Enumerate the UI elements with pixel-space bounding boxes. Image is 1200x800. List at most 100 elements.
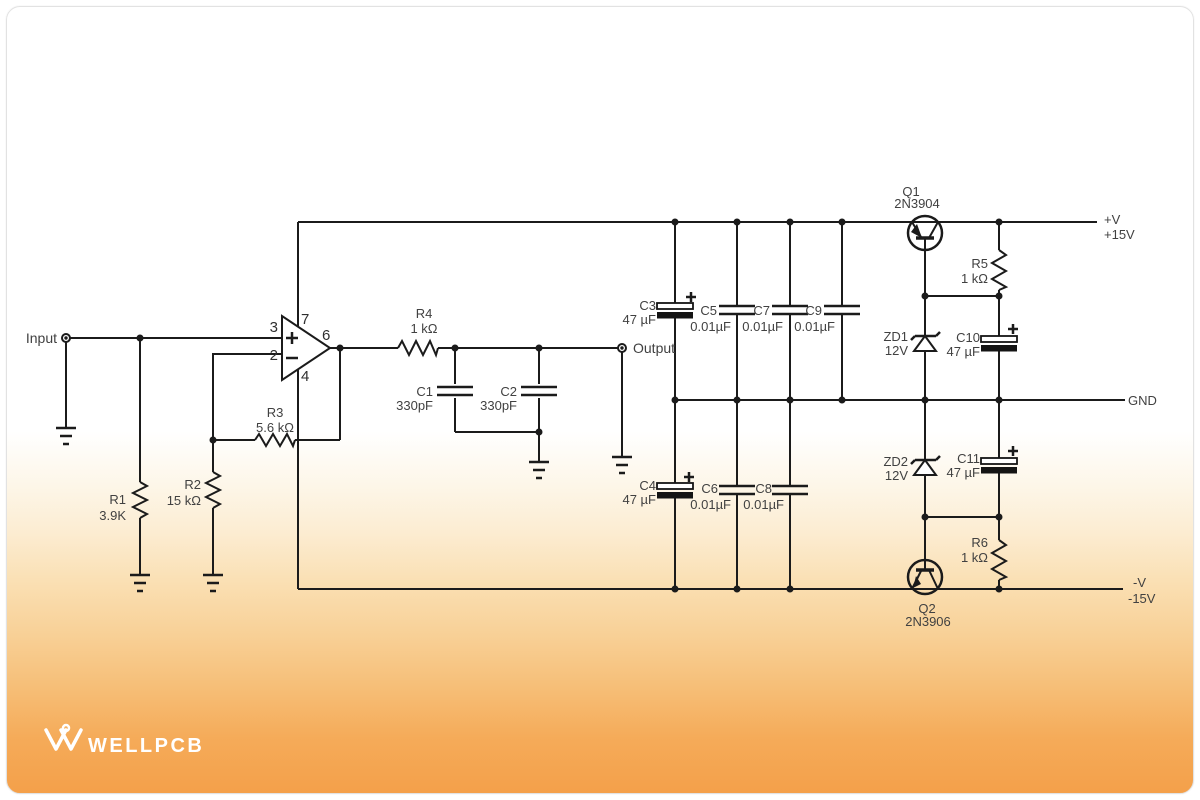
r1-ref: R1 — [109, 492, 126, 507]
c7-ref: C7 — [753, 303, 770, 318]
resistor-r5: R5 1 kΩ — [961, 222, 1009, 296]
capacitor-c4: C4 47 µF — [622, 400, 694, 589]
c3-ref: C3 — [639, 298, 656, 313]
c9-ref: C9 — [805, 303, 822, 318]
inverting-input-wire — [212, 353, 282, 440]
r3-value: 5.6 kΩ — [256, 420, 294, 435]
zd1-value: 12V — [885, 343, 908, 358]
output-terminal-dot — [620, 346, 624, 350]
capacitor-c6: C6 0.01µF — [690, 400, 755, 589]
input-label: Input — [26, 330, 57, 346]
noninverting-plus-icon — [286, 332, 298, 344]
transistor-q1: Q1 2N3904 — [894, 184, 944, 296]
r4-value: 1 kΩ — [410, 321, 437, 336]
q2-emitter-arrow-icon — [913, 576, 921, 588]
zd2-value: 12V — [885, 468, 908, 483]
zener-zd2: ZD2 12V — [883, 400, 941, 517]
capacitor-c5: C5 0.01µF — [690, 222, 755, 400]
opamp-pin2-label: 2 — [270, 347, 278, 364]
opamp-pin4-label: 4 — [301, 368, 309, 385]
opamp-pin6-label: 6 — [322, 327, 330, 344]
r6-ref: R6 — [971, 535, 988, 550]
capacitor-c9: C9 0.01µF — [794, 222, 860, 400]
zener-zd1: ZD1 12V — [883, 296, 941, 400]
logo-w-mark-icon-2 — [59, 728, 83, 751]
resistor-r2: R2 15 kΩ — [167, 440, 223, 575]
capacitor-c11: C11 47 µF — [946, 400, 1018, 517]
c2-value: 330pF — [480, 398, 517, 413]
logo-dot-icon — [61, 723, 71, 733]
c3-polarity-plus-icon — [686, 292, 696, 302]
r6-value: 1 kΩ — [961, 550, 988, 565]
c4-polarity-plus-icon — [684, 472, 694, 482]
c1-ref: C1 — [416, 384, 433, 399]
c5-value: 0.01µF — [690, 319, 731, 334]
c7-value: 0.01µF — [742, 319, 783, 334]
zd1-ref: ZD1 — [883, 329, 908, 344]
c6-ref: C6 — [701, 481, 718, 496]
c4-ref: C4 — [639, 478, 656, 493]
c2-ref: C2 — [500, 384, 517, 399]
r1-value: 3.9K — [99, 508, 126, 523]
q1-ref: Q1 — [902, 184, 919, 199]
ground-symbol-c2 — [529, 460, 549, 480]
c11-ref: C11 — [957, 451, 980, 466]
positive-rail-voltage: +15V — [1104, 227, 1135, 242]
r4-ref: R4 — [416, 306, 433, 321]
zd1-diode-icon — [912, 334, 938, 352]
brand-logo: WELLPCB — [44, 723, 204, 757]
negative-rail-voltage: -15V — [1128, 591, 1156, 606]
q2-part: 2N3906 — [905, 614, 951, 629]
c11-polarity-plus-icon — [1008, 446, 1018, 456]
opamp-pin7-label: 7 — [301, 311, 309, 328]
positive-rail-label: +V — [1104, 212, 1121, 227]
capacitor-c3: C3 47 µF — [622, 222, 696, 400]
capacitor-c2: C2 330pF — [480, 348, 557, 432]
output-label: Output — [633, 340, 675, 356]
c9-value: 0.01µF — [794, 319, 835, 334]
r5-ref: R5 — [971, 256, 988, 271]
ground-symbol-input — [56, 426, 76, 446]
ground-symbol-output — [612, 455, 632, 475]
resistor-r3: R3 5.6 kΩ — [213, 405, 340, 449]
ground-symbol-r1 — [130, 573, 150, 593]
resistor-r1: R1 3.9K — [99, 338, 150, 575]
c4-value: 47 µF — [622, 492, 656, 507]
r2-value: 15 kΩ — [167, 493, 202, 508]
r5-value: 1 kΩ — [961, 271, 988, 286]
zd2-diode-icon — [912, 458, 938, 476]
ground-rail-label: GND — [1128, 393, 1157, 408]
opamp-triangle — [281, 314, 332, 382]
zd2-ref: ZD2 — [883, 454, 908, 469]
resistor-r4: R4 1 kΩ — [397, 306, 439, 358]
capacitor-c10: C10 47 µF — [946, 296, 1018, 400]
opamp: 3 2 7 4 6 — [270, 311, 332, 385]
c5-ref: C5 — [700, 303, 717, 318]
output-terminal: Output — [617, 340, 675, 356]
c6-value: 0.01µF — [690, 497, 731, 512]
c11-value: 47 µF — [946, 465, 980, 480]
c8-ref: C8 — [755, 481, 772, 496]
r2-ref: R2 — [184, 477, 201, 492]
q1-emitter-arrow-icon — [911, 224, 922, 238]
c10-ref: C10 — [956, 330, 980, 345]
c8-value: 0.01µF — [743, 497, 784, 512]
brand-name: WELLPCB — [88, 735, 204, 757]
c10-polarity-plus-icon — [1008, 324, 1018, 334]
opamp-pin3-label: 3 — [270, 319, 278, 336]
resistor-r6: R6 1 kΩ — [961, 517, 1009, 589]
c3-value: 47 µF — [622, 312, 656, 327]
transistor-q2: Q2 2N3906 — [905, 517, 951, 629]
input-terminal: Input — [26, 330, 71, 346]
c10-value: 47 µF — [946, 344, 980, 359]
q2-ref: Q2 — [918, 601, 935, 616]
r3-ref: R3 — [267, 405, 284, 420]
junction-dots — [136, 218, 1003, 593]
rail-labels: +V +15V GND -V -15V — [1104, 212, 1157, 606]
input-terminal-dot — [64, 336, 68, 340]
negative-rail-label: -V — [1133, 575, 1146, 590]
capacitor-c8: C8 0.01µF — [743, 400, 808, 589]
ground-symbol-r2 — [203, 573, 223, 593]
